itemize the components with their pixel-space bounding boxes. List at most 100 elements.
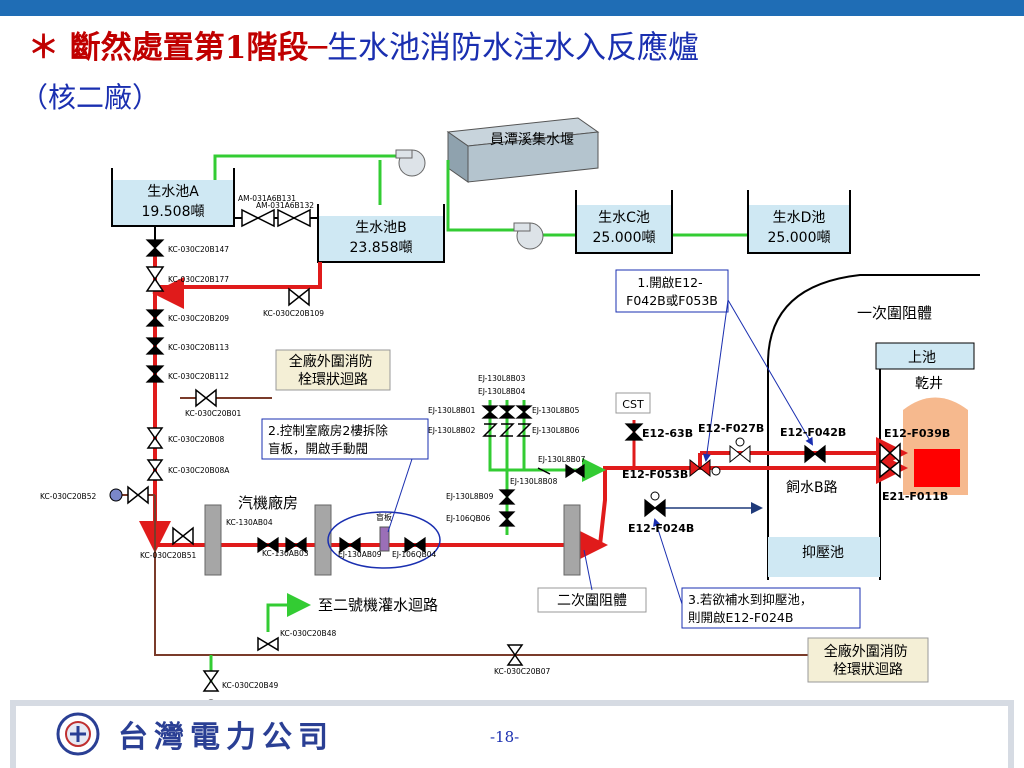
valve-f053b	[689, 458, 711, 478]
valve-b209	[145, 309, 165, 327]
top-bar	[0, 0, 1024, 16]
tank-d: 生水D池 25.000噸	[747, 190, 851, 254]
tag-b51: KC-030C20B51	[140, 551, 196, 560]
tag-qb04: EJ-106QB04	[392, 550, 437, 559]
turbine-label: 汽機廠房	[238, 494, 298, 512]
company-name: 台灣電力公司	[118, 720, 334, 755]
tank-a-name: 生水池A	[147, 184, 199, 200]
label-boxes	[261, 269, 929, 683]
upper-pool-label: 上池	[908, 350, 936, 366]
tag-f027b: E12-F027B	[698, 422, 764, 435]
blind-flange	[379, 526, 390, 552]
valve-l8b09	[498, 489, 516, 505]
tag-b48: KC-030C20B48	[280, 629, 336, 638]
tag-b113: KC-030C20B113	[168, 343, 229, 352]
note-1: 1.開啟E12- F042B或F053B	[626, 275, 718, 308]
tank-d-name: 生水D池	[773, 210, 826, 226]
tag-l8b09: EJ-130L8B09	[446, 492, 494, 501]
tag-l8b05: EJ-130L8B05	[532, 406, 580, 415]
feedwater-b-label: 飼水B路	[786, 480, 838, 496]
valve-ab09	[339, 536, 361, 554]
e12-tags: E12-63B E12-F027B E12-F042B E12-F039B E1…	[622, 422, 950, 535]
valve-ab04	[257, 536, 279, 554]
valve-circle-b52	[109, 488, 123, 502]
valve-b48	[257, 636, 279, 652]
valve-qb06	[498, 511, 516, 527]
fire-loop-1-line1: 全廠外圍消防	[289, 353, 373, 370]
suppression-pool-label: 抑壓池	[802, 545, 844, 561]
title-part2: 生水池消防水注水入反應爐	[327, 30, 700, 66]
valve-b08	[146, 427, 164, 449]
tag-b209: KC-030C20B209	[168, 314, 229, 323]
blind-flange-circle	[327, 511, 441, 569]
tag-l8b06: EJ-130L8B06	[532, 426, 580, 435]
turbine-walls	[204, 504, 581, 576]
note-3: 3.若欲補水到抑壓池， 則開啟E12-F024B	[688, 592, 816, 625]
pump-1	[395, 149, 426, 177]
f024b-actuator	[650, 491, 660, 501]
slide-subtitle: （核二廠）	[20, 81, 161, 114]
tank-d-volume: 25.000噸	[768, 230, 831, 246]
tank-a-volume: 19.508噸	[142, 204, 205, 220]
valve-b147	[145, 239, 165, 257]
tag-e1263b: E12-63B	[642, 427, 693, 440]
valve-b51	[172, 526, 194, 546]
fire-loop-1-line2: 栓環狀迴路	[298, 372, 368, 388]
valve-l8b01	[481, 405, 499, 419]
tag-l8b03: EJ-130L8B03	[478, 374, 526, 383]
tag-b49: KC-030C20B49	[222, 681, 278, 690]
valves-open	[127, 208, 901, 692]
fire-loop-label-1: 全廠外圍消防 栓環狀迴路	[289, 353, 377, 388]
valve-qb04	[404, 536, 426, 554]
valve-f042b	[804, 444, 826, 464]
valve-l8b04	[498, 405, 516, 419]
green-supply-pipes	[213, 154, 748, 237]
tag-b52: KC-030C20B52	[40, 492, 96, 501]
tank-b: 生水池B 23.858噸	[317, 204, 445, 263]
to-unit2-label: 至二號機灌水迴路	[318, 596, 438, 614]
tag-a6b132: AM-031A6B132	[256, 201, 314, 210]
valve-f039b	[879, 442, 901, 464]
tag-b07: KC-030C20B07	[494, 667, 550, 676]
valves-closed	[145, 239, 826, 554]
valve-b113	[145, 337, 165, 355]
footer-bar	[0, 700, 1024, 768]
tag-b177: KC-030C20B177	[168, 275, 229, 284]
valve-tags: AM-031A6B131 AM-031A6B132 KC-030C20B147 …	[40, 194, 586, 690]
tag-l8b08: EJ-130L8B08	[510, 477, 558, 486]
valve-b01	[195, 388, 217, 408]
cst-label: CST	[622, 398, 644, 411]
valve-ab03	[285, 536, 307, 554]
tag-l8b01: EJ-130L8B01	[428, 406, 476, 415]
tag-b109: KC-030C20B109	[263, 309, 324, 318]
valve-b08a	[146, 459, 164, 481]
tag-b01: KC-030C20B01	[185, 409, 241, 418]
weir-label: 員潭溪集水堰	[490, 131, 574, 148]
note-2: 2.控制室廠房2樓拆除 盲板，開啟手動閥	[268, 423, 392, 456]
valve-b52	[127, 485, 149, 505]
valve-f024b	[644, 498, 666, 518]
weir-box: 員潭溪集水堰	[446, 117, 600, 183]
fire-loop-label-2: 全廠外圍消防 栓環狀迴路	[824, 643, 912, 678]
tag-f039b: E12-F039B	[884, 427, 950, 440]
tag-l8b07: EJ-130L8B07	[538, 455, 586, 464]
tag-qb06: EJ-106QB06	[446, 514, 491, 523]
tank-c-name: 生水C池	[598, 210, 650, 226]
valve-f011b	[879, 459, 901, 479]
drywell-label: 乾井	[915, 376, 943, 392]
tag-b112: KC-030C20B112	[168, 372, 229, 381]
valve-b109	[288, 287, 310, 307]
blind-flange-label: 盲板	[376, 512, 392, 522]
title-part1: 斷然處置第1階段─	[69, 30, 328, 66]
valve-b112	[145, 365, 165, 383]
slide-title: ＊ 斷然處置第1階段─生水池消防水注水入反應爐	[28, 22, 699, 67]
callout-lines	[387, 299, 814, 605]
valve-b177	[145, 266, 165, 292]
tag-f024b: E12-F024B	[628, 522, 694, 535]
tag-l8b02: EJ-130L8B02	[428, 426, 476, 435]
primary-containment: 一次圍阻體 上池 乾井 抑壓池	[767, 274, 980, 580]
ej-check-valves	[482, 423, 551, 475]
title-marker: ＊	[28, 30, 59, 66]
tank-b-name: 生水池B	[355, 220, 407, 236]
tank-c-volume: 25.000噸	[593, 230, 656, 246]
